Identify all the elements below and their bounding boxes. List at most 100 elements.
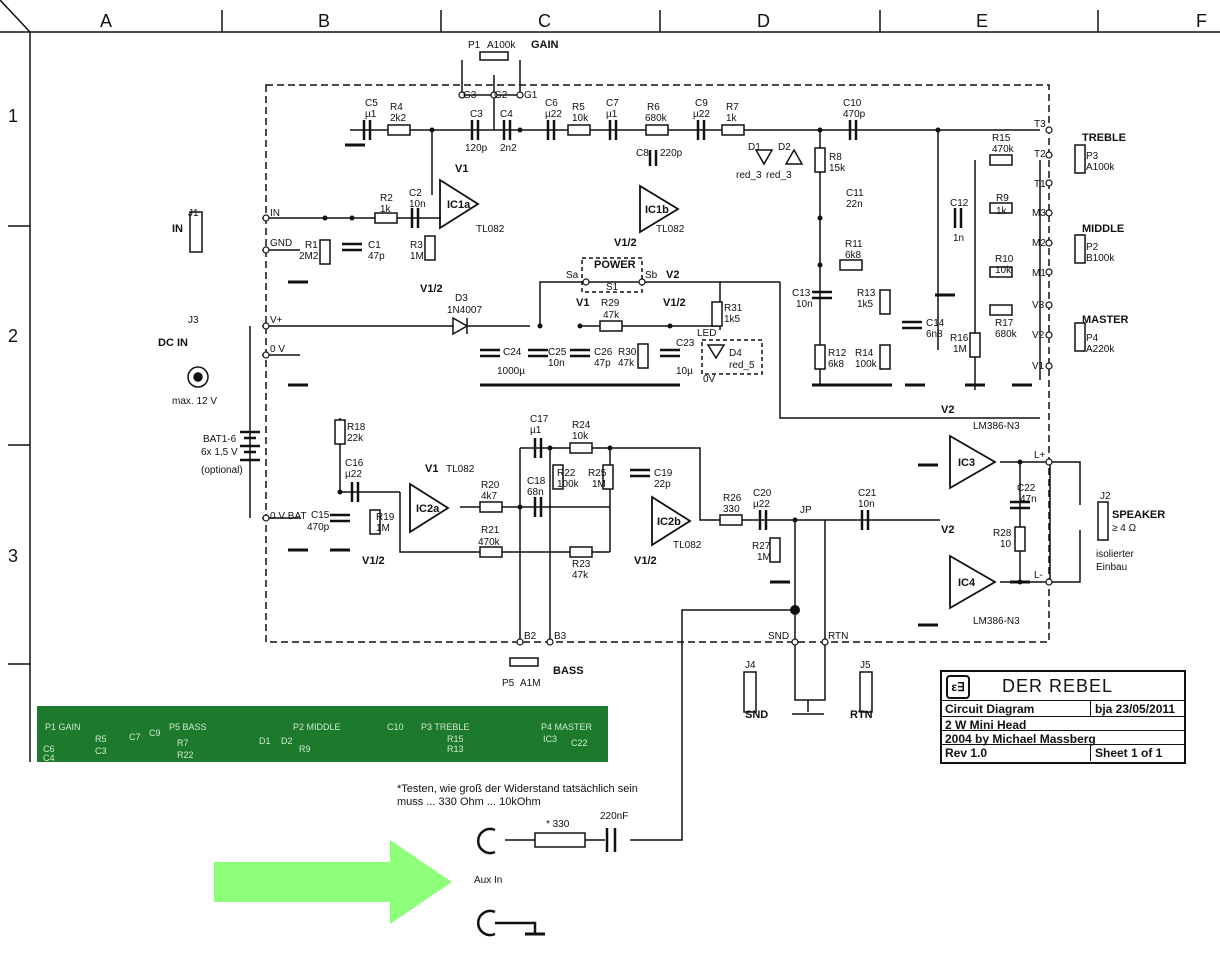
pcb-label: P4 MASTER (541, 722, 593, 732)
label-r4: R4 (390, 102, 403, 113)
pcb-label: C7 (129, 732, 141, 742)
label-t3: T3 (1034, 119, 1046, 130)
label-c5: C5 (365, 98, 378, 109)
label-r6: R6 (647, 102, 660, 113)
label-r18-val: 22k (347, 433, 364, 444)
label-p4: P4 (1086, 333, 1099, 344)
pcb-layout-preview: P1 GAIN P5 BASS P2 MIDDLE P3 TREBLE P4 M… (37, 706, 608, 762)
label-d3: D3 (455, 293, 468, 304)
label-r31: R31 (724, 303, 743, 314)
label-j2: J2 (1100, 491, 1111, 502)
label-b2: B2 (524, 631, 537, 642)
label-bass: BASS (553, 665, 584, 677)
pcb-label: C10 (387, 722, 404, 732)
label-c26: C26 (594, 347, 613, 358)
label-ic1b-vhalf: V1/2 (614, 237, 637, 249)
label-lplus: L+ (1034, 450, 1046, 461)
label-bat: BAT1-6 (203, 434, 237, 445)
label-r19-vhalf: V1/2 (362, 555, 385, 567)
row-label-1: 1 (8, 106, 18, 126)
label-ic1a-v1: V1 (455, 163, 468, 175)
label-c12-val: 1n (953, 233, 964, 244)
label-c9: C9 (695, 98, 708, 109)
label-p5-val: A1M (520, 678, 541, 689)
label-ic4-v2: V2 (941, 524, 954, 536)
label-isolated2: Einbau (1096, 562, 1127, 573)
label-in-jack: IN (172, 223, 183, 235)
label-r26-val: 330 (723, 504, 740, 515)
label-j3: J3 (188, 315, 199, 326)
label-c25: C25 (548, 347, 567, 358)
label-r20: R20 (481, 480, 500, 491)
title-block-title: DER REBEL (1002, 676, 1114, 696)
label-r13-val: 1k5 (857, 299, 874, 310)
label-r7-val: 1k (726, 113, 738, 124)
label-c1-val: 47p (368, 251, 385, 262)
pcb-label: P2 MIDDLE (293, 722, 341, 732)
label-c20: C20 (753, 488, 772, 499)
label-r24: R24 (572, 420, 591, 431)
pcb-label: D2 (281, 736, 293, 746)
label-ic3: IC3 (958, 457, 975, 469)
label-ic1a-type: TL082 (476, 224, 505, 235)
col-label-d: D (757, 11, 770, 31)
label-c24-val: 1000µ (497, 366, 525, 377)
label-p2: P2 (1086, 242, 1099, 253)
label-c8-val: 220p (660, 148, 683, 159)
label-c15: C15 (311, 510, 330, 521)
col-label-c: C (538, 11, 551, 31)
label-ic3-type: LM386-N3 (973, 421, 1020, 432)
label-r8: R8 (829, 152, 842, 163)
label-r21-val: 470k (478, 537, 501, 548)
label-c19-val: 22p (654, 479, 671, 490)
label-c3: C3 (470, 109, 483, 120)
label-ic4-type: LM386-N3 (973, 616, 1020, 627)
amp-ic3 (949, 434, 997, 490)
pcb-label: R5 (95, 734, 107, 744)
label-r12: R12 (828, 348, 847, 359)
label-c20-val: µ22 (753, 499, 770, 510)
label-c22-val: 47n (1020, 494, 1037, 505)
label-s1: S1 (606, 282, 619, 293)
label-r16-val: 1M (953, 344, 967, 355)
title-block-name: 2 W Mini Head (945, 718, 1027, 732)
label-r3-val: 1M (410, 251, 424, 262)
label-r19-val: 1M (376, 523, 390, 534)
label-rtn: RTN (828, 631, 848, 642)
pcb-label: C4 (43, 753, 55, 762)
label-psu-vhalf: V1/2 (663, 297, 686, 309)
label-r26: R26 (723, 493, 742, 504)
label-r8-val: 15k (829, 163, 846, 174)
label-d4-val: red_5 (729, 360, 755, 371)
test-note-line-2: muss ... 330 Ohm ... 10kOhm (397, 796, 541, 808)
aux-resistor (534, 832, 586, 848)
label-r18: R18 (347, 422, 366, 433)
label-r6-val: 680k (645, 113, 668, 124)
label-r12-val: 6k8 (828, 359, 845, 370)
row-label-2: 2 (8, 326, 18, 346)
test-note-line-1: *Testen, wie groß der Widerstand tatsäch… (397, 783, 638, 795)
label-led: LED (697, 328, 716, 339)
label-sb: Sb (645, 270, 658, 281)
label-v1-node: V1 (1032, 361, 1045, 372)
label-r28: R28 (993, 528, 1012, 539)
label-t1: T1 (1034, 179, 1046, 190)
label-0v: 0 V (270, 344, 285, 355)
aux-resistor-label: * 330 (546, 819, 570, 830)
label-c15-val: 470p (307, 522, 330, 533)
label-c14-val: 6n8 (926, 329, 943, 340)
title-block-author: 2004 by Michael Massberg (945, 732, 1096, 746)
label-lminus: L- (1034, 570, 1043, 581)
label-ic2b-type: TL082 (673, 540, 702, 551)
label-p3-val: A100k (1086, 162, 1115, 173)
label-ic1b: IC1b (645, 204, 669, 216)
label-r31-val: 1k5 (724, 314, 741, 325)
label-v3: V3 (1032, 300, 1045, 311)
title-block-sheet: Sheet 1 of 1 (1090, 745, 1162, 761)
label-r23-val: 47k (572, 570, 589, 581)
label-c25-val: 10n (548, 358, 565, 369)
label-r4-val: 2k2 (390, 113, 407, 124)
pcb-label: P1 GAIN (45, 722, 81, 732)
label-r29-val: 47k (603, 310, 620, 321)
